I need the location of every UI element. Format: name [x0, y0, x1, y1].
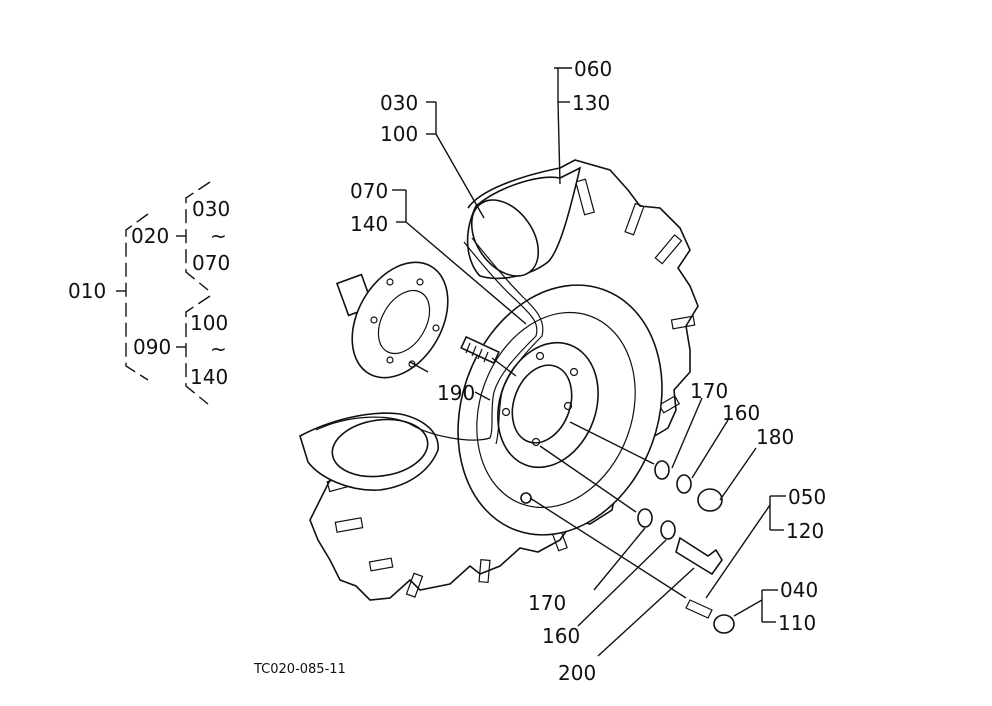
sprocket-wheel	[299, 159, 699, 601]
callout-160-lower: 160	[542, 624, 580, 648]
axle-flange	[335, 261, 449, 379]
bolt-head-hub	[520, 492, 532, 504]
washer-170b	[637, 508, 653, 528]
callout-050: 050	[788, 485, 826, 509]
washer-160a	[676, 474, 692, 494]
callout-140: 140	[350, 212, 388, 236]
drawing-code: TC020-085-11	[253, 662, 346, 677]
callout-190: 190	[437, 381, 475, 405]
tree-bracket-root	[125, 213, 149, 381]
washer-160b	[660, 520, 676, 540]
flange-plate	[351, 261, 449, 379]
callout-180: 180	[756, 425, 794, 449]
callout-160-upper: 160	[722, 401, 760, 425]
callout-070: 070	[350, 179, 388, 203]
tree-group-2-label: 090	[133, 335, 171, 359]
tree-root-label: 010	[68, 279, 106, 303]
callout-030: 030	[380, 91, 418, 115]
sprocket-hub-bore	[511, 364, 573, 444]
callout-170-lower: 170	[528, 591, 566, 615]
tree-group-1-to: 070	[192, 251, 230, 275]
leader-lines	[392, 67, 786, 657]
rubber-seal-inner	[471, 237, 544, 445]
nut-180	[697, 488, 723, 512]
washer-170a	[654, 460, 670, 480]
stud-bolt-190	[460, 335, 500, 365]
callout-170-upper: 170	[690, 379, 728, 403]
tread-wedge-upper-face	[470, 199, 540, 277]
tree-group-1-label: 020	[131, 224, 169, 248]
tree-group-2-to: 140	[190, 365, 228, 389]
callout-130: 130	[572, 91, 610, 115]
callout-200: 200	[558, 661, 596, 685]
callout-110: 110	[778, 611, 816, 635]
nut-040	[713, 614, 735, 634]
callout-040: 040	[780, 578, 818, 602]
tree-bracket-group-1	[185, 181, 211, 291]
rubber-seal	[315, 241, 538, 441]
tree-group-2-sep: ~	[210, 337, 227, 361]
hardware	[520, 460, 735, 634]
sprocket-hub-holes	[501, 351, 579, 447]
tree-bracket-group-2	[185, 295, 211, 405]
bolt-200	[675, 536, 723, 576]
tree-group-1-sep: ~	[210, 224, 227, 248]
callout-100: 100	[380, 122, 418, 146]
callout-060: 060	[574, 57, 612, 81]
parts-tree: 010 020 030 ~ 070 090 100 ~ 140	[68, 181, 230, 405]
flange-bore	[377, 289, 431, 355]
bolt-050	[685, 599, 713, 619]
tree-group-2-from: 100	[190, 311, 228, 335]
tread-wedge-lower-face	[331, 418, 429, 478]
tree-group-1-from: 030	[192, 197, 230, 221]
callout-120: 120	[786, 519, 824, 543]
sprocket-disc-ring	[476, 311, 636, 509]
callout-labels: 030 100 060 130 070 140 190 170 160 180 …	[350, 57, 826, 685]
